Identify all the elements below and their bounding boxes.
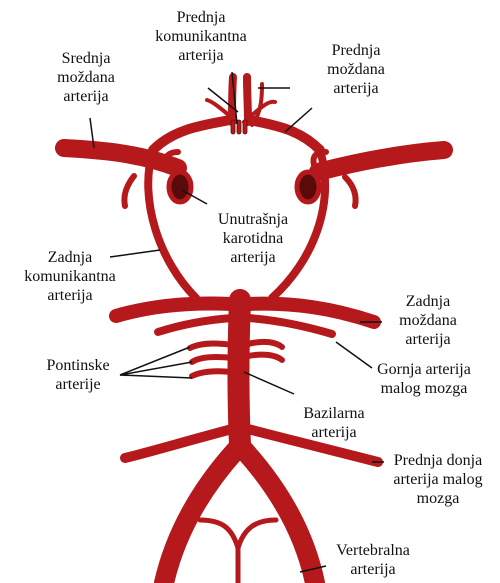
label-line: arterija xyxy=(136,46,266,65)
vertebral-artery-right xyxy=(244,450,315,583)
superior-cerebellar-artery-left xyxy=(158,318,232,332)
label-line: Vertebralna xyxy=(318,541,428,560)
basilar-artery xyxy=(239,300,241,445)
label-line: Prednja xyxy=(136,8,266,27)
label-line: Prednja donja xyxy=(376,451,500,470)
label-line: arterije xyxy=(28,375,128,394)
anterior-inferior-cerebellar-artery-left xyxy=(125,428,236,458)
label-line: arterija xyxy=(284,423,384,442)
label-line: arterija xyxy=(306,79,406,98)
acom-ridge-2 xyxy=(237,120,241,134)
posterior-cerebral-artery-left xyxy=(116,304,232,317)
label-zadnja-komunikantna: Zadnja komunikantna arterija xyxy=(4,248,136,305)
label-line: arterija xyxy=(198,248,308,267)
anterior-spinal-artery xyxy=(200,520,276,548)
label-line: Gornja arterija xyxy=(360,360,488,379)
label-line: Zadnja xyxy=(4,248,136,267)
label-line: komunikantna xyxy=(136,27,266,46)
label-line: Bazilarna xyxy=(284,404,384,423)
label-line: mozga xyxy=(376,489,500,508)
superior-cerebellar-artery-right xyxy=(248,318,332,334)
leader-pontinske-3 xyxy=(120,375,192,378)
middle-cerebral-artery-right xyxy=(318,150,444,172)
label-line: Pontinske xyxy=(28,356,128,375)
label-pontinske: Pontinske arterije xyxy=(28,356,128,394)
acom-ridge-3 xyxy=(243,120,247,134)
label-line: moždana xyxy=(306,60,406,79)
label-unutrasnja-karotidna: Unutrašnja karotidna arterija xyxy=(198,210,308,267)
anterior-communicating-artery xyxy=(231,120,247,134)
label-gornja-arterija: Gornja arterija malog mozga xyxy=(360,360,488,398)
label-line: arterija xyxy=(4,286,136,305)
label-prednja-donja: Prednja donja arterija malog mozga xyxy=(376,451,500,508)
leader-bazilarna xyxy=(244,372,294,394)
internal-carotid-opening-right xyxy=(297,172,319,202)
acom-ridge-1 xyxy=(231,120,235,134)
pontine-artery-left-2 xyxy=(192,357,232,362)
label-line: Zadnja xyxy=(380,292,476,311)
anterior-segment-right xyxy=(250,120,320,150)
anterior-cerebral-artery-right xyxy=(247,77,248,122)
leader-pontinske-1 xyxy=(120,347,190,375)
branch-ica-left-down xyxy=(124,176,134,206)
label-line: Unutrašnja xyxy=(198,210,308,229)
leader-pontinske-2 xyxy=(120,362,192,375)
label-line: komunikantna xyxy=(4,267,136,286)
label-vertebralna: Vertebralna arterija xyxy=(318,541,428,579)
pontine-artery-right-2 xyxy=(248,355,282,360)
label-zadnja-mozdana: Zadnja moždana arterija xyxy=(380,292,476,349)
label-line: arterija xyxy=(318,560,428,579)
pontine-artery-left-3 xyxy=(192,371,232,376)
pontine-artery-right-1 xyxy=(248,342,282,347)
leader-prednja-mozdana xyxy=(285,108,312,132)
anterior-segment-left xyxy=(153,120,230,150)
label-line: arterija malog xyxy=(376,470,500,489)
label-bazilarna: Bazilarna arterija xyxy=(284,404,384,442)
label-srednja-mozdana: Srednja moždana arterija xyxy=(38,49,134,106)
label-line: karotidna xyxy=(198,229,308,248)
label-line: malog mozga xyxy=(360,379,488,398)
label-line: moždana xyxy=(380,311,476,330)
label-prednja-mozdana: Prednja moždana arterija xyxy=(306,41,406,98)
pontine-artery-left-1 xyxy=(190,344,232,348)
label-line: Srednja xyxy=(38,49,134,68)
branch-ica-right-down xyxy=(345,177,356,206)
label-line: arterija xyxy=(380,330,476,349)
label-line: arterija xyxy=(38,87,134,106)
label-line: moždana xyxy=(38,68,134,87)
label-prednja-komunikantna: Prednja komunikantna arterija xyxy=(136,8,266,65)
internal-carotid-opening-left xyxy=(169,172,191,202)
vertebral-artery-left xyxy=(164,450,236,583)
label-line: Prednja xyxy=(306,41,406,60)
